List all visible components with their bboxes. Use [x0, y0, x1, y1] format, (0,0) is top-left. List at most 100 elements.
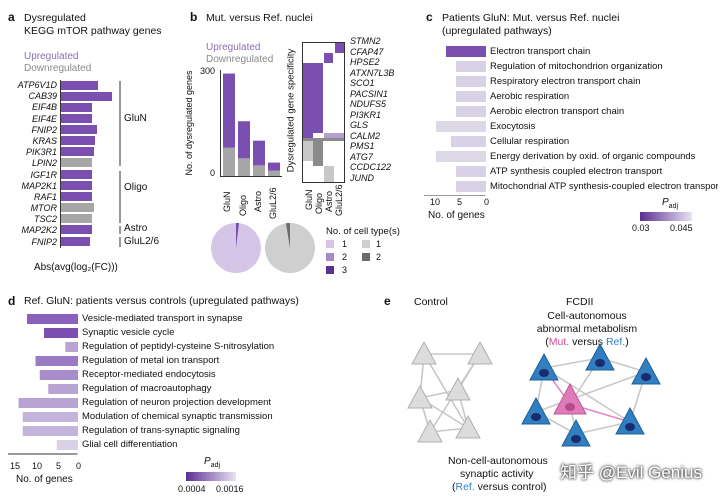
bar	[456, 76, 486, 87]
gene-label: PIK3R1	[25, 147, 57, 158]
row-label: Energy derivation by oxid. of organic co…	[490, 151, 696, 162]
bar	[446, 46, 486, 57]
legend-sub-text: adj	[210, 462, 221, 469]
row-label: Respiratory electron transport chain	[490, 76, 641, 87]
panel-d-xlabel: No. of genes	[16, 474, 73, 485]
row-label: Regulation of mitochondrion organization	[490, 61, 663, 72]
bar	[436, 151, 486, 162]
row-label: Regulation of neuron projection developm…	[82, 397, 272, 408]
panel-d-legend-tick: 0.0004	[178, 484, 206, 494]
gene-label: NDUFS5	[350, 99, 387, 109]
bar	[456, 106, 486, 117]
fcdii-cells	[521, 342, 661, 447]
row-label: Regulation of macroautophagy	[82, 383, 212, 394]
panel-d-xtick: 5	[56, 461, 62, 471]
bar	[61, 114, 92, 123]
panel-a-gene-labels: ATP6V1D CAB39 EIF4B EIF4E FNIP2 KRAS PIK…	[12, 80, 57, 248]
row-label: Modulation of chemical synaptic transmis…	[82, 411, 273, 422]
panel-b-legend-up: Upregulated	[206, 42, 261, 53]
panel-d-bar-chart	[8, 314, 78, 455]
heat-cell	[303, 141, 313, 161]
gene-label: MAP2K2	[21, 225, 57, 236]
group-label-oligo: Oligo	[124, 182, 148, 193]
bar	[451, 136, 486, 147]
panel-b-title: Mut. versus Ref. nuclei	[206, 12, 313, 24]
panel-b-legend-title: No. of cell type(s)	[326, 226, 400, 237]
bar	[61, 147, 94, 156]
gene-label: GLS	[350, 120, 369, 130]
nuclei	[531, 359, 651, 443]
bar	[22, 426, 78, 436]
group-label-glun: GluN	[124, 113, 147, 124]
panel-b-pie-up	[211, 223, 261, 273]
bar-down	[238, 158, 250, 176]
gene-label: CALM2	[350, 130, 381, 141]
heat-cell	[324, 166, 334, 182]
gene-label: ATXN7L3B	[350, 67, 395, 78]
x-tick-label: Oligo	[238, 194, 248, 216]
bar-up	[238, 121, 250, 159]
control-cells	[407, 340, 493, 443]
panel-e-letter: e	[384, 294, 391, 308]
panel-d-xtick: 10	[32, 461, 43, 471]
panel-e-note2-line3: (Ref. versus control)	[452, 481, 547, 493]
row-label: Aerobic electron transport chain	[490, 106, 625, 117]
panel-d-xtick: 15	[10, 461, 21, 471]
x-tick-label: Oligo	[314, 192, 324, 214]
legend-sub-text: adj	[668, 203, 679, 210]
panel-a-letter: a	[8, 10, 15, 24]
bar-up	[223, 73, 235, 148]
legend-swatch	[326, 266, 334, 274]
panel-c-letter: c	[426, 10, 433, 24]
panel-b-legend-down: Downregulated	[206, 54, 274, 65]
x-tick-label: Astro	[253, 190, 263, 212]
x-tick-label: GluL2/6	[268, 187, 278, 219]
versus-text: versus	[569, 336, 606, 348]
panel-c-legend-title: Padj	[662, 197, 678, 210]
panel-e-fcdii-label: FCDII	[566, 296, 594, 308]
bar-down	[268, 170, 280, 176]
bar	[61, 214, 92, 223]
row-label: Cellular respiration	[490, 136, 570, 147]
panel-b-heat-ylabel: Dysregulated gene specificity	[285, 48, 297, 173]
bar	[61, 192, 92, 201]
row-label: Exocytosis	[490, 121, 536, 132]
panel-c-title-line1: Patients GluN: Mut. versus Ref. nuclei	[442, 12, 620, 24]
panel-e-note2-line2: synaptic activity	[460, 468, 534, 480]
heat-cell	[324, 133, 344, 138]
gene-label: PI3KR1	[350, 109, 382, 120]
legend-swatch	[362, 253, 370, 261]
bar	[35, 356, 78, 366]
bar	[61, 237, 90, 246]
bar	[27, 314, 78, 324]
gene-label: HPSE2	[350, 57, 380, 67]
gene-label: KRAS	[32, 135, 57, 146]
row-label: Vesicle-mediated transport in synapse	[82, 313, 243, 324]
legend-label: 2	[376, 252, 382, 262]
bar	[456, 181, 486, 192]
panel-c-legend-tick: 0.03	[632, 223, 650, 233]
panel-a-group-brackets	[119, 81, 121, 247]
bar	[61, 170, 92, 179]
bar	[39, 370, 78, 380]
panel-c-xtick: 0	[484, 197, 490, 207]
panel-a-legend-down: Downregulated	[24, 63, 92, 74]
panel-d-xtick: 0	[76, 461, 82, 471]
gene-label: RAF1	[33, 191, 57, 202]
panel-a-title-line2: KEGG mTOR pathway genes	[24, 25, 162, 37]
bar	[456, 61, 486, 72]
bar	[61, 136, 95, 145]
gene-label: FNIP2	[31, 236, 57, 247]
legend-title-text: P	[204, 456, 211, 467]
x-tick-label: GluN	[222, 191, 232, 212]
bar	[436, 121, 486, 132]
row-label: Receptor-mediated endocytosis	[82, 369, 216, 380]
legend-swatch	[326, 253, 334, 261]
panel-b-ylabel: No. of dysregulated genes	[184, 70, 194, 176]
close-paren-text: )	[625, 336, 629, 348]
panel-b-bar-chart	[220, 70, 282, 177]
bar	[61, 92, 112, 101]
legend-label: 2	[342, 252, 348, 262]
legend-title-text: P	[662, 197, 669, 208]
